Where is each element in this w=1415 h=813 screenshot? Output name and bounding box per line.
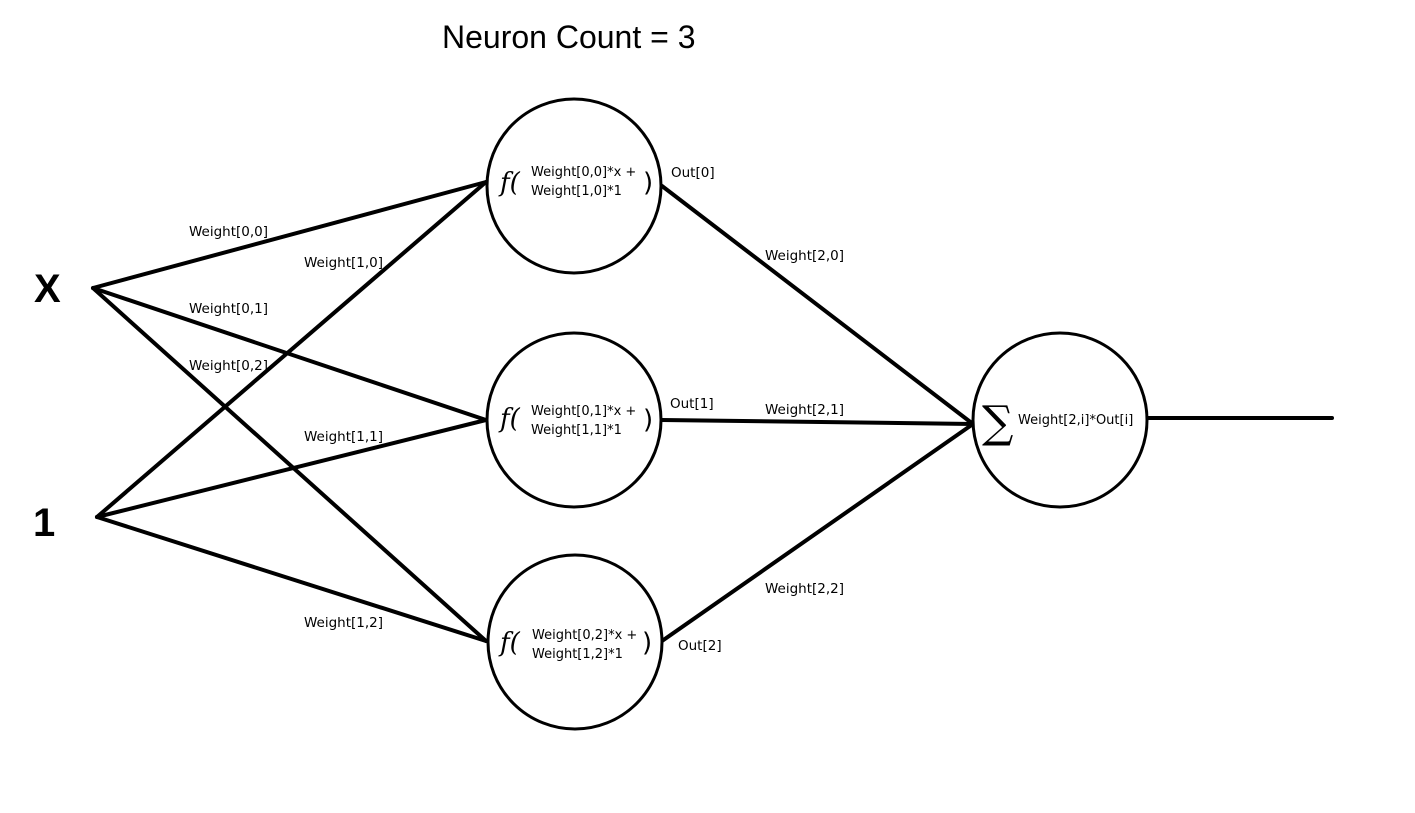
neuron-output-label: Out[2] [678,638,722,654]
edge-x-to-neuron-2 [91,286,488,643]
weight-label-0-1: Weight[0,1] [189,301,268,317]
activation-function-symbol: f( [498,168,521,198]
output-edges [660,184,1334,643]
edge-bias-to-neuron-1 [95,418,488,519]
neuron-expression-line-2: Weight[1,0]*1 [531,184,622,199]
neuron-expression-line-1: Weight[0,2]*x + [532,628,637,643]
input-bias-label: 1 [33,501,55,545]
output-neuron-circle [971,331,1149,509]
sigma-icon: ∑ [982,397,1013,448]
edge-bias-to-neuron-2 [95,515,488,643]
hidden-neuron-1: f( Weight[0,1]*x + Weight[1,1]*1 ) Out[1… [485,331,714,509]
edge-neuron-1-to-output [660,418,975,426]
neuron-expression-line-1: Weight[0,1]*x + [531,404,636,419]
weight-label-2-2: Weight[2,2] [765,581,844,597]
input-edges [91,180,488,643]
input-weight-labels: Weight[0,0] Weight[1,0] Weight[0,1] Weig… [189,224,383,631]
closing-paren: ) [643,405,653,435]
weight-label-0-2: Weight[0,2] [189,358,268,374]
weight-label-0-0: Weight[0,0] [189,224,268,240]
output-weight-labels: Weight[2,0] Weight[2,1] Weight[2,2] [765,248,844,597]
activation-function-symbol: f( [498,628,521,658]
weight-label-2-0: Weight[2,0] [765,248,844,264]
closing-paren: ) [643,168,653,198]
neuron-circle [485,97,663,275]
input-x-label: X [34,267,61,311]
weight-label-1-0: Weight[1,0] [304,255,383,271]
neuron-circle [486,553,664,731]
weight-label-1-2: Weight[1,2] [304,615,383,631]
neuron-circle [485,331,663,509]
edge-x-to-neuron-0 [91,180,488,290]
weight-label-2-1: Weight[2,1] [765,402,844,418]
activation-function-symbol: f( [498,404,521,434]
weight-label-1-1: Weight[1,1] [304,429,383,445]
hidden-neuron-0: f( Weight[0,0]*x + Weight[1,0]*1 ) Out[0… [485,97,715,275]
neuron-expression-line-1: Weight[0,0]*x + [531,165,636,180]
output-neuron-expression: Weight[2,i]*Out[i] [1018,413,1133,428]
neuron-expression-line-2: Weight[1,2]*1 [532,647,623,662]
neuron-expression-line-2: Weight[1,1]*1 [531,423,622,438]
neuron-output-label: Out[1] [670,396,714,412]
edge-neuron-2-to-output [660,422,975,643]
hidden-neuron-2: f( Weight[0,2]*x + Weight[1,2]*1 ) Out[2… [486,553,722,731]
closing-paren: ) [642,628,652,658]
diagram-title: Neuron Count = 3 [442,19,696,55]
edge-neuron-0-to-output [660,184,975,426]
edge-bias-to-neuron-0 [95,180,488,519]
edge-x-to-neuron-1 [91,286,488,422]
neuron-output-label: Out[0] [671,165,715,181]
output-neuron: ∑ Weight[2,i]*Out[i] [971,331,1149,509]
